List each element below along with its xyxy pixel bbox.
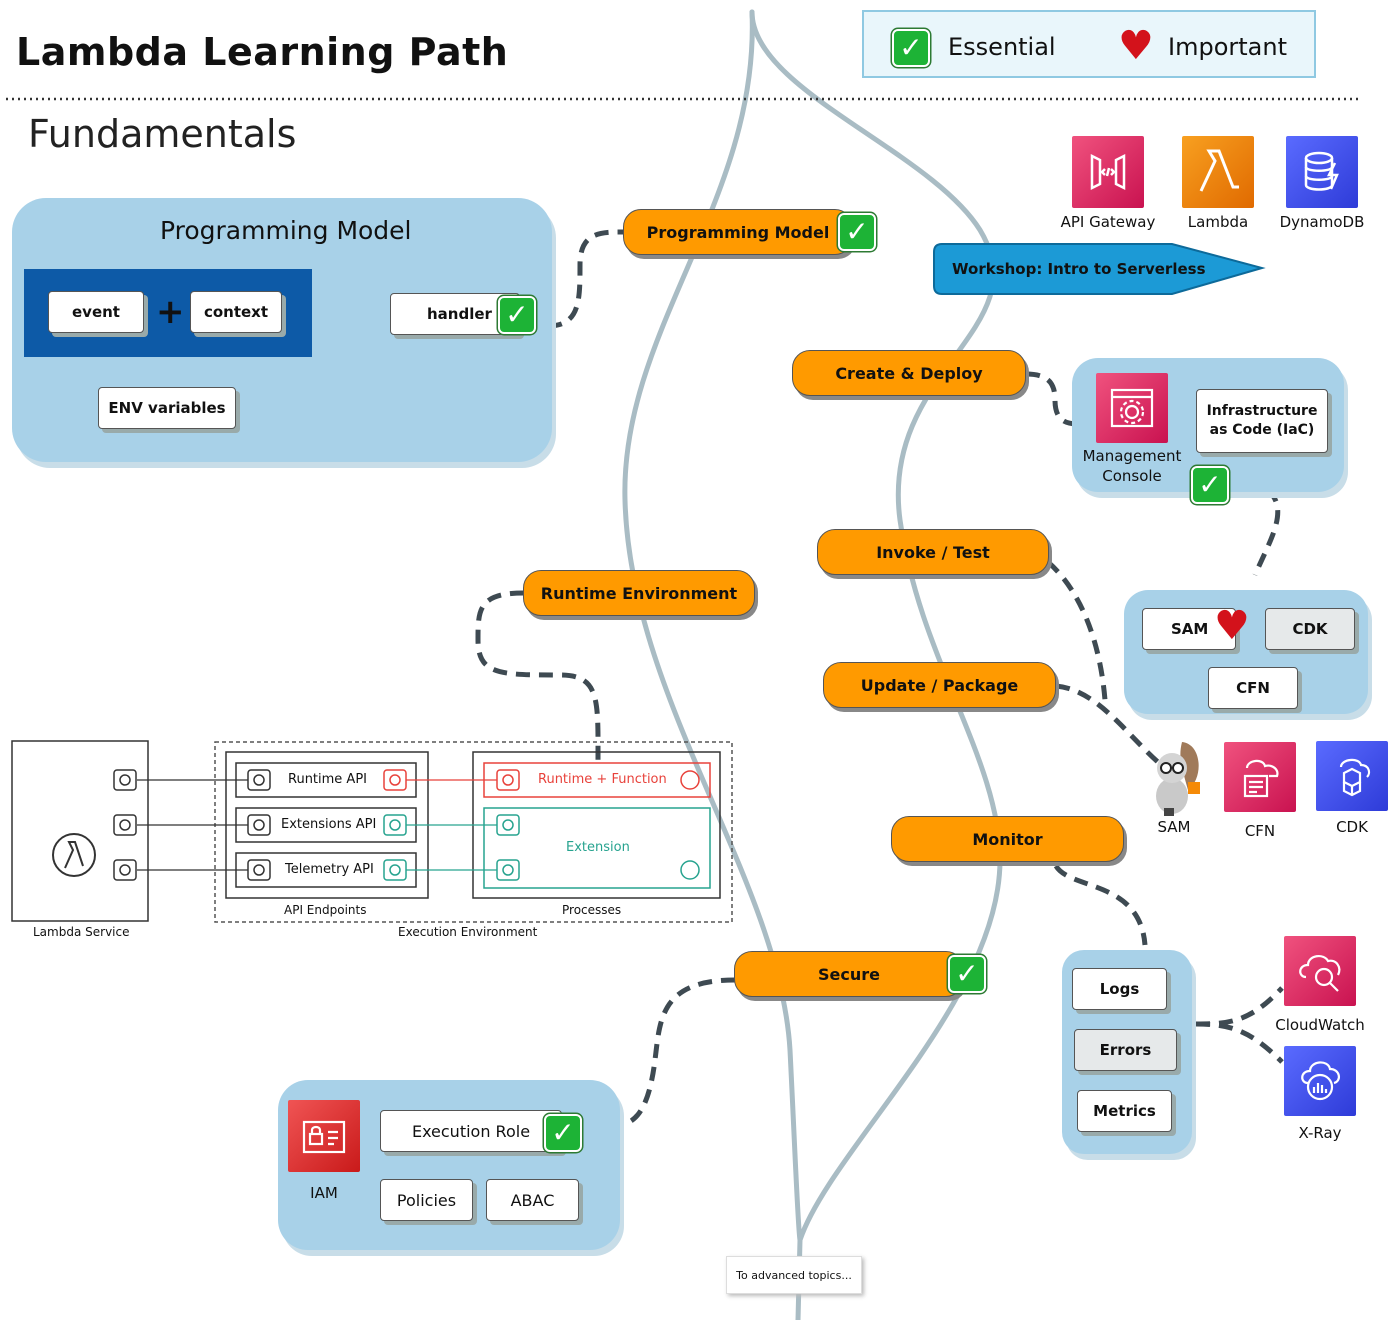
management-console-label: Management Console xyxy=(1082,447,1182,485)
cdk-icon xyxy=(1316,741,1388,811)
step-runtime-environment[interactable]: Runtime Environment xyxy=(523,570,755,616)
secure-check-icon: ✓ xyxy=(948,955,986,993)
abac-box[interactable]: ABAC xyxy=(486,1179,579,1221)
context-box[interactable]: context xyxy=(190,291,282,333)
api-gateway-label: API Gateway xyxy=(1060,213,1156,231)
iam-icon xyxy=(288,1100,360,1172)
page-title: Lambda Learning Path xyxy=(16,30,509,74)
heart-icon: ♥ xyxy=(1118,23,1154,69)
step-update-package[interactable]: Update / Package xyxy=(823,662,1056,708)
cloudwatch-label: CloudWatch xyxy=(1275,1016,1365,1034)
api-gateway-icon xyxy=(1072,136,1144,208)
legend: ✓ Essential ♥ Important xyxy=(862,10,1316,78)
sam-squirrel-icon xyxy=(1156,742,1200,816)
check-icon: ✓ xyxy=(892,29,930,67)
legend-essential: Essential xyxy=(948,33,1056,61)
cloudformation-icon xyxy=(1224,742,1296,812)
cfn-box[interactable]: CFN xyxy=(1208,667,1298,709)
execution-environment-label: Execution Environment xyxy=(398,925,538,939)
sam-heart-icon: ♥ xyxy=(1214,603,1250,649)
step-programming-model[interactable]: Programming Model xyxy=(623,209,853,255)
sam-tool-label: SAM xyxy=(1157,818,1191,836)
iac-box[interactable]: Infrastructure as Code (IaC) xyxy=(1196,389,1328,453)
step-monitor[interactable]: Monitor xyxy=(891,816,1124,862)
iam-label: IAM xyxy=(310,1184,338,1202)
programming-model-panel-title: Programming Model xyxy=(160,216,412,245)
console-check-icon: ✓ xyxy=(1191,466,1229,504)
programming-model-check-icon: ✓ xyxy=(838,213,876,251)
handler-check-icon: ✓ xyxy=(498,296,536,334)
extensions-api-label: Extensions API xyxy=(281,817,377,832)
telemetry-api-label: Telemetry API xyxy=(285,862,374,877)
dynamodb-label: DynamoDB xyxy=(1279,213,1365,231)
step-secure[interactable]: Secure xyxy=(734,951,964,997)
cdk-tool-label: CDK xyxy=(1336,818,1368,836)
workshop-banner[interactable] xyxy=(932,240,1268,300)
plus-sign: + xyxy=(156,292,185,332)
step-invoke-test[interactable]: Invoke / Test xyxy=(817,529,1049,575)
lambda-service-label: Lambda Service xyxy=(33,925,130,939)
cloudwatch-icon xyxy=(1284,936,1356,1006)
lambda-icon xyxy=(1182,136,1254,208)
processes-label: Processes xyxy=(562,903,622,917)
management-console-icon[interactable] xyxy=(1096,373,1168,443)
env-variables-box[interactable]: ENV variables xyxy=(98,387,236,429)
runtime-diagram xyxy=(0,0,733,923)
xray-label: X-Ray xyxy=(1298,1124,1342,1142)
dynamodb-icon xyxy=(1286,136,1358,208)
section-title: Fundamentals xyxy=(28,112,297,156)
cdk-box[interactable]: CDK xyxy=(1265,608,1355,650)
api-endpoints-label: API Endpoints xyxy=(284,903,367,917)
advanced-topics-link[interactable]: To advanced topics... xyxy=(726,1256,862,1294)
sam-box[interactable]: SAM xyxy=(1142,608,1236,650)
cfn-tool-label: CFN xyxy=(1244,822,1276,840)
logs-box[interactable]: Logs xyxy=(1072,968,1167,1010)
lambda-label: Lambda xyxy=(1187,213,1249,231)
extension-label: Extension xyxy=(566,840,630,855)
policies-box[interactable]: Policies xyxy=(380,1179,473,1221)
step-create-deploy[interactable]: Create & Deploy xyxy=(792,350,1026,396)
event-box[interactable]: event xyxy=(48,291,144,333)
workshop-label[interactable]: Workshop: Intro to Serverless xyxy=(952,260,1206,278)
runtime-function-label: Runtime + Function xyxy=(538,772,667,787)
errors-box[interactable]: Errors xyxy=(1074,1029,1177,1071)
runtime-api-label: Runtime API xyxy=(288,772,367,787)
execution-role-box[interactable]: Execution Role xyxy=(380,1110,562,1152)
metrics-box[interactable]: Metrics xyxy=(1077,1090,1172,1132)
xray-icon xyxy=(1284,1046,1356,1116)
execution-role-check-icon: ✓ xyxy=(544,1114,582,1152)
legend-important: Important xyxy=(1168,33,1287,61)
